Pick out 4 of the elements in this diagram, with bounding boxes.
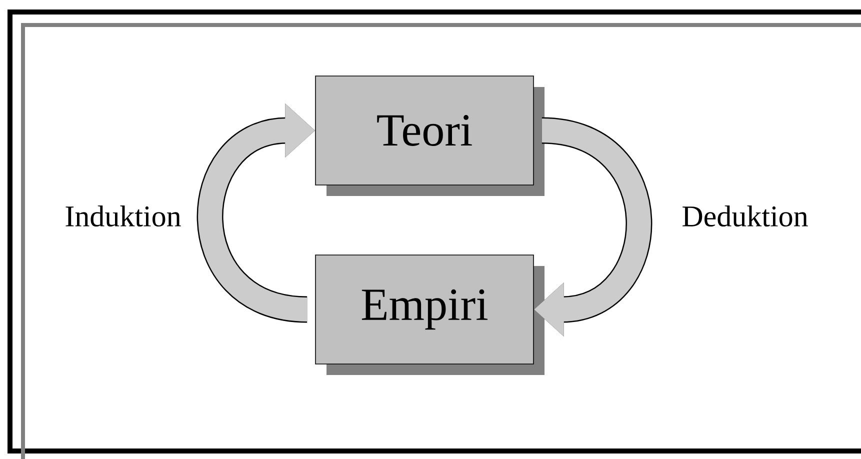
process-box: Teori xyxy=(315,76,544,196)
process-box: Empiri xyxy=(315,254,544,375)
edge-label: Induktion xyxy=(66,205,181,227)
edge-label: Deduktion xyxy=(682,205,808,227)
